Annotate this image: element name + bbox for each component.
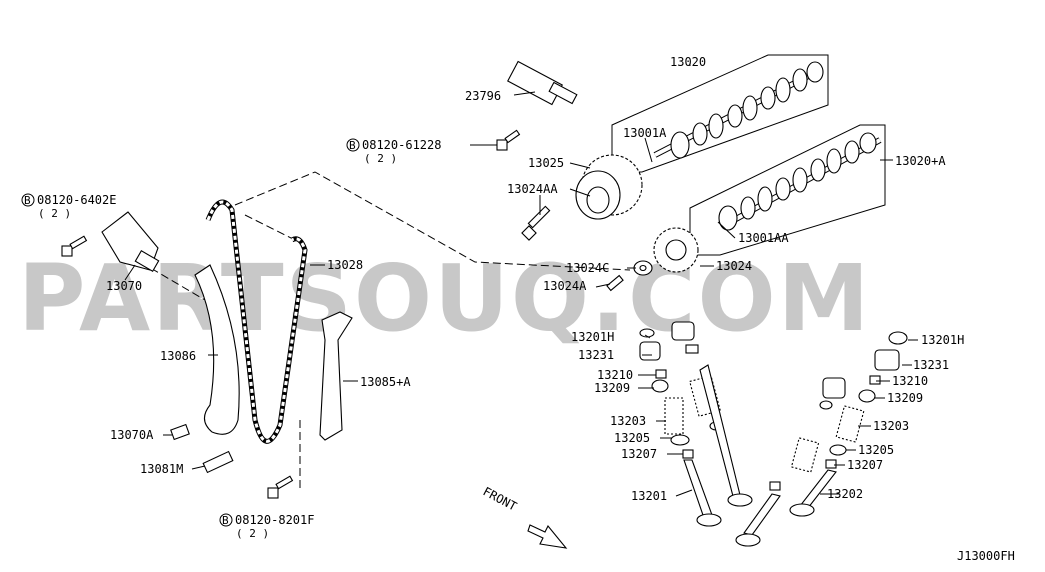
watermark: PARTSOUQ.COM bbox=[18, 245, 871, 352]
label-13203-right: 13203 bbox=[873, 419, 909, 433]
pin-13070A[interactable] bbox=[170, 423, 190, 441]
label-13024C: 13024C bbox=[566, 261, 609, 275]
chain-tensioner-13070[interactable] bbox=[101, 211, 160, 272]
label-13210-right: 13210 bbox=[892, 374, 928, 388]
chain-guide-13086[interactable] bbox=[194, 264, 240, 435]
bolt-13024A[interactable] bbox=[606, 274, 624, 292]
label-13020: 13020 bbox=[670, 55, 706, 69]
label-13201H-left: 13201H bbox=[571, 330, 614, 344]
cam-sprocket-13025[interactable] bbox=[575, 154, 643, 220]
front-label: FRONT bbox=[481, 484, 519, 513]
label-13210-left: 13210 bbox=[597, 368, 633, 382]
label-13205-right: 13205 bbox=[858, 443, 894, 457]
bolt-08120-8201F[interactable] bbox=[267, 475, 294, 499]
label-13081M: 13081M bbox=[140, 462, 183, 476]
washer-13024C[interactable] bbox=[633, 260, 653, 276]
bolt-qty-6402E: ( 2 ) bbox=[38, 207, 71, 220]
bolt-qty-8201F: ( 2 ) bbox=[236, 527, 269, 540]
sprocket-13024[interactable] bbox=[653, 227, 699, 273]
bolt-code-6402E: 08120-6402E bbox=[37, 193, 116, 207]
label-23796: 23796 bbox=[465, 89, 501, 103]
label-13028: 13028 bbox=[327, 258, 363, 272]
bolt-code-8201F: 08120-8201F bbox=[235, 513, 314, 527]
bolt-label-6402E: B 08120-6402E ( 2 ) bbox=[21, 193, 116, 220]
bolt-marker: B bbox=[222, 514, 229, 527]
valve-assembly-right[interactable] bbox=[735, 331, 908, 547]
label-13070: 13070 bbox=[106, 279, 142, 293]
label-13025: 13025 bbox=[528, 156, 564, 170]
label-13231-left: 13231 bbox=[578, 348, 614, 362]
bolt-08120-6402E[interactable] bbox=[61, 235, 88, 257]
label-13209-left: 13209 bbox=[594, 381, 630, 395]
bolt-code-61228: 08120-61228 bbox=[362, 138, 441, 152]
label-13205-left: 13205 bbox=[614, 431, 650, 445]
label-13001A: 13001A bbox=[623, 126, 667, 140]
bolt-08120-61228[interactable] bbox=[496, 129, 521, 151]
label-13020A: 13020+A bbox=[895, 154, 946, 168]
label-13207-right: 13207 bbox=[847, 458, 883, 472]
bolt-label-8201F: B 08120-8201F ( 2 ) bbox=[219, 513, 314, 540]
label-13085A: 13085+A bbox=[360, 375, 411, 389]
label-13207-left: 13207 bbox=[621, 447, 657, 461]
camshaft-lower[interactable] bbox=[718, 132, 882, 231]
leader-lines bbox=[124, 63, 918, 497]
front-arrow bbox=[527, 524, 568, 549]
camshaft-upper[interactable] bbox=[653, 61, 824, 159]
label-13070A: 13070A bbox=[110, 428, 154, 442]
label-13201: 13201 bbox=[631, 489, 667, 503]
bolt-marker: B bbox=[24, 194, 31, 207]
label-13231-right: 13231 bbox=[913, 358, 949, 372]
valve-assembly-left[interactable] bbox=[639, 321, 753, 527]
bolt-qty-61228: ( 2 ) bbox=[364, 152, 397, 165]
bolt-marker: B bbox=[349, 139, 356, 152]
label-13024A: 13024A bbox=[543, 279, 587, 293]
label-13024: 13024 bbox=[716, 259, 752, 273]
label-13201H-right: 13201H bbox=[921, 333, 964, 347]
chain-guide-13085A[interactable] bbox=[319, 311, 353, 441]
diagram-code: J13000FH bbox=[957, 549, 1015, 563]
bolt-label-61228: B 08120-61228 ( 2 ) bbox=[346, 138, 441, 165]
label-13209-right: 13209 bbox=[887, 391, 923, 405]
label-13024AA: 13024AA bbox=[507, 182, 558, 196]
label-13001AA: 13001AA bbox=[738, 231, 789, 245]
timing-chain-path bbox=[234, 171, 631, 271]
sensor-23796[interactable] bbox=[507, 60, 578, 106]
bolt-13081M[interactable] bbox=[202, 450, 234, 474]
bolt-13024AA[interactable] bbox=[521, 205, 551, 241]
label-13203-left: 13203 bbox=[610, 414, 646, 428]
label-13202: 13202 bbox=[827, 487, 863, 501]
label-13086: 13086 bbox=[160, 349, 196, 363]
